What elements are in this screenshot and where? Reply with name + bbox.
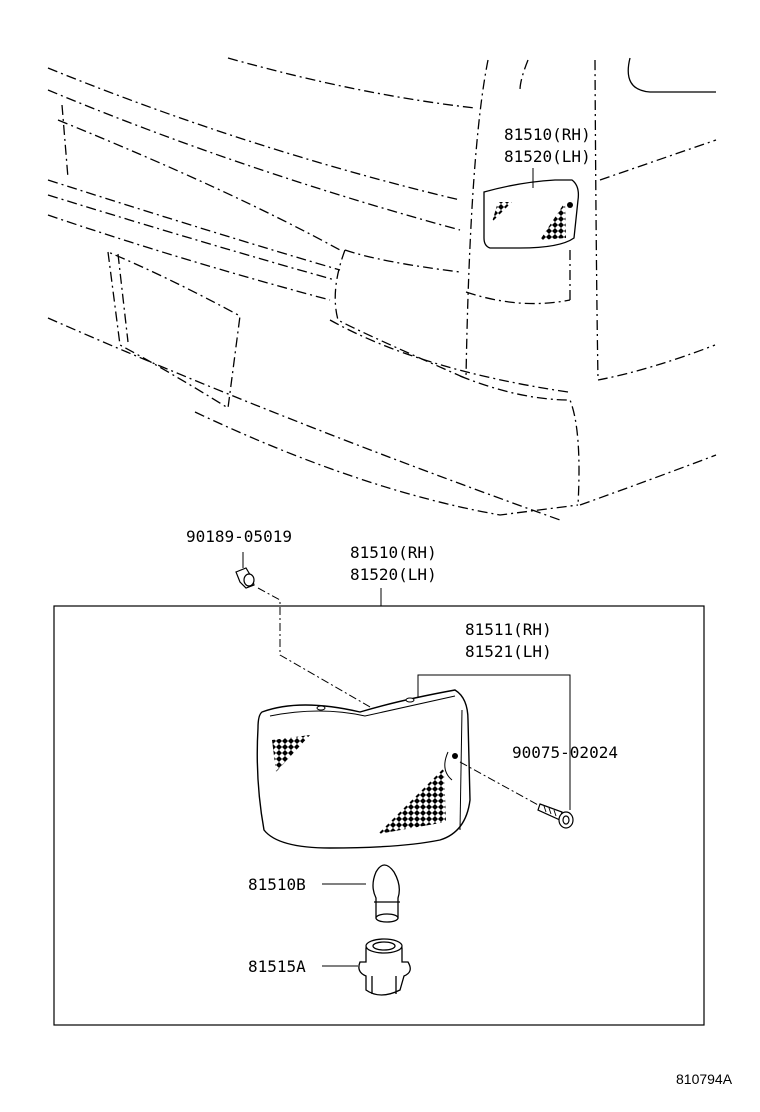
assy-label-rh: 81510(RH): [350, 543, 437, 562]
screw-top-label: 90189-05019: [186, 527, 292, 546]
figure-id: 810794A: [676, 1071, 733, 1087]
install-line-side: [459, 761, 541, 807]
screw-side-label: 90075-02024: [512, 743, 618, 762]
top-callout-rh: 81510(RH): [504, 125, 591, 144]
bulb-icon: [372, 864, 400, 923]
socket-icon: [358, 938, 411, 996]
install-line-top: [257, 587, 449, 753]
lens-label-rh: 81511(RH): [465, 620, 552, 639]
bulb-label: 81510B: [248, 875, 306, 894]
assembly-frame: [53, 605, 705, 1026]
lens-leader: [417, 674, 571, 810]
lens-label-lh: 81521(LH): [465, 642, 552, 661]
lamp-lens: [256, 689, 471, 849]
top-callout-lh: 81520(LH): [504, 147, 591, 166]
assy-label-lh: 81520(LH): [350, 565, 437, 584]
socket-label: 81515A: [248, 957, 306, 976]
corner-lamp-on-vehicle: [483, 179, 580, 249]
screw-side-icon: [537, 803, 574, 829]
screw-top-icon: [235, 567, 255, 589]
vehicle-front-view: [47, 57, 717, 521]
